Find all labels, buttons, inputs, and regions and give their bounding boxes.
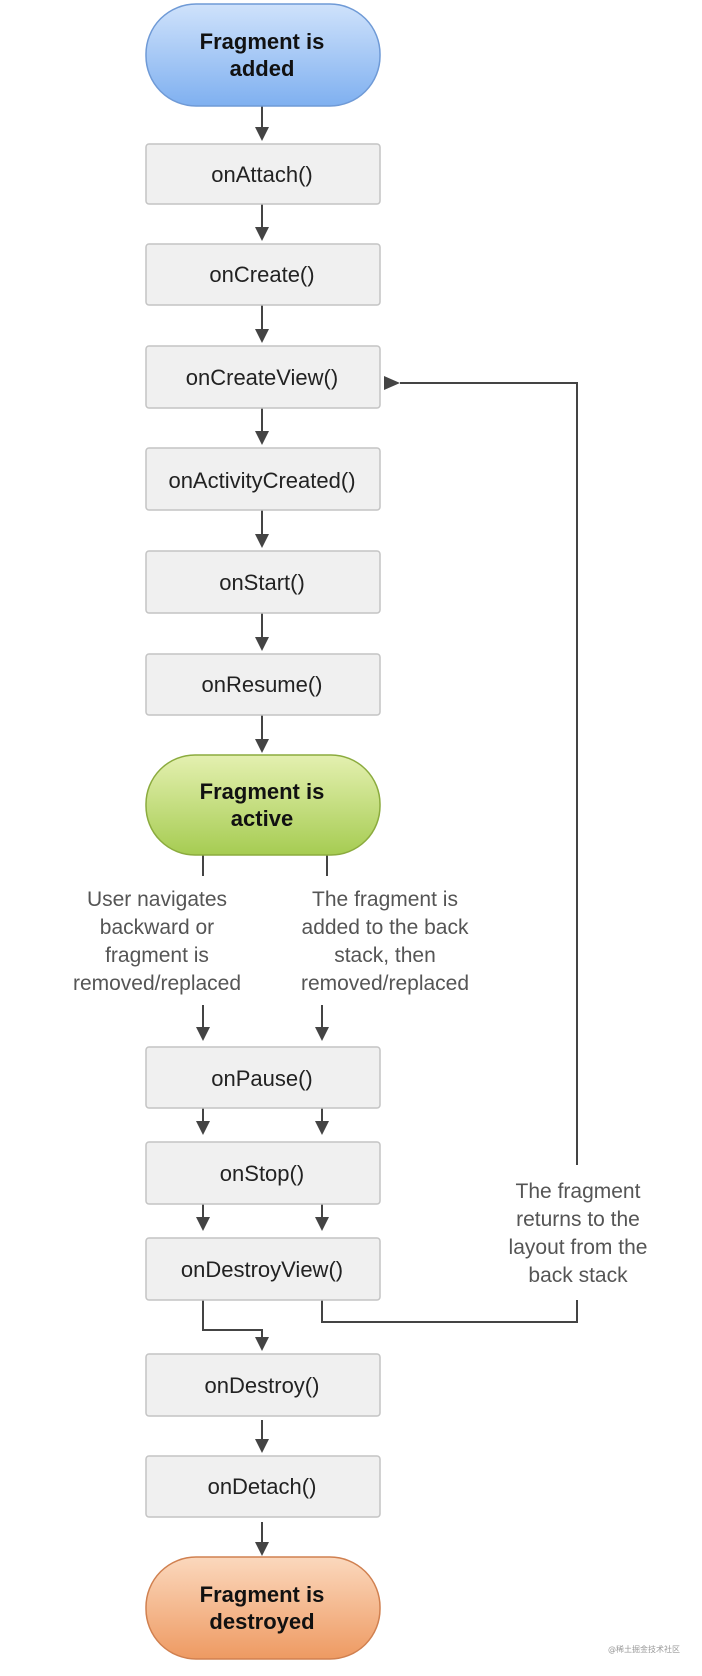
note-back-stack-line-1: The fragment is	[312, 888, 458, 911]
state-added-line-1: Fragment is	[200, 29, 325, 54]
note-user-navigates-line-3: fragment is	[105, 944, 209, 967]
method-box-onactivitycreated: onActivityCreated()	[145, 447, 381, 511]
method-box-oncreateview: onCreateView()	[145, 345, 381, 409]
method-label-ondestroyview: onDestroyView()	[181, 1257, 343, 1282]
method-box-oncreate: onCreate()	[145, 243, 381, 306]
note-returns-line-1: The fragment	[516, 1180, 641, 1203]
note-back-stack-line-4: removed/replaced	[301, 972, 469, 995]
watermark-text: @稀土掘金技术社区	[608, 1645, 680, 1654]
note-back-stack-line-2: added to the back	[302, 916, 469, 939]
method-label-onstart: onStart()	[219, 570, 305, 595]
state-active-line-2: active	[231, 806, 293, 831]
method-label-onattach: onAttach()	[211, 162, 313, 187]
note-back-stack: The fragment is added to the back stack,…	[301, 888, 469, 995]
method-box-ondestroy: onDestroy()	[145, 1353, 381, 1417]
method-box-onattach: onAttach()	[145, 143, 381, 205]
method-box-onpause: onPause()	[145, 1046, 381, 1109]
note-user-navigates-line-1: User navigates	[87, 888, 227, 911]
method-box-onstop: onStop()	[145, 1141, 381, 1205]
state-fragment-destroyed: Fragment is destroyed	[145, 1556, 381, 1660]
note-returns-line-2: returns to the	[516, 1208, 640, 1231]
method-box-ondetach: onDetach()	[145, 1455, 381, 1518]
state-active-line-1: Fragment is	[200, 779, 325, 804]
method-label-onstop: onStop()	[220, 1161, 304, 1186]
state-fragment-added: Fragment is added	[145, 3, 381, 107]
method-box-onstart: onStart()	[145, 550, 381, 614]
method-label-onresume: onResume()	[201, 672, 322, 697]
note-returns-line-3: layout from the	[509, 1236, 648, 1259]
method-box-onresume: onResume()	[145, 653, 381, 716]
note-user-navigates: User navigates backward or fragment is r…	[73, 888, 241, 995]
state-destroyed-line-1: Fragment is	[200, 1582, 325, 1607]
method-label-onactivitycreated: onActivityCreated()	[168, 468, 355, 493]
connectors	[196, 106, 578, 1556]
method-label-oncreateview: onCreateView()	[186, 365, 338, 390]
method-label-onpause: onPause()	[211, 1066, 313, 1091]
method-label-oncreate: onCreate()	[209, 262, 314, 287]
state-added-line-2: added	[230, 56, 295, 81]
state-destroyed-line-2: destroyed	[209, 1609, 314, 1634]
note-user-navigates-line-2: backward or	[100, 916, 214, 939]
note-back-stack-line-3: stack, then	[334, 944, 436, 967]
method-box-ondestroyview: onDestroyView()	[145, 1237, 381, 1301]
note-user-navigates-line-4: removed/replaced	[73, 972, 241, 995]
note-returns-from-back-stack: The fragment returns to the layout from …	[490, 1167, 666, 1287]
method-label-ondestroy: onDestroy()	[205, 1373, 320, 1398]
state-fragment-active: Fragment is active	[145, 754, 381, 856]
method-label-ondetach: onDetach()	[208, 1474, 317, 1499]
note-returns-line-4: back stack	[528, 1264, 628, 1287]
